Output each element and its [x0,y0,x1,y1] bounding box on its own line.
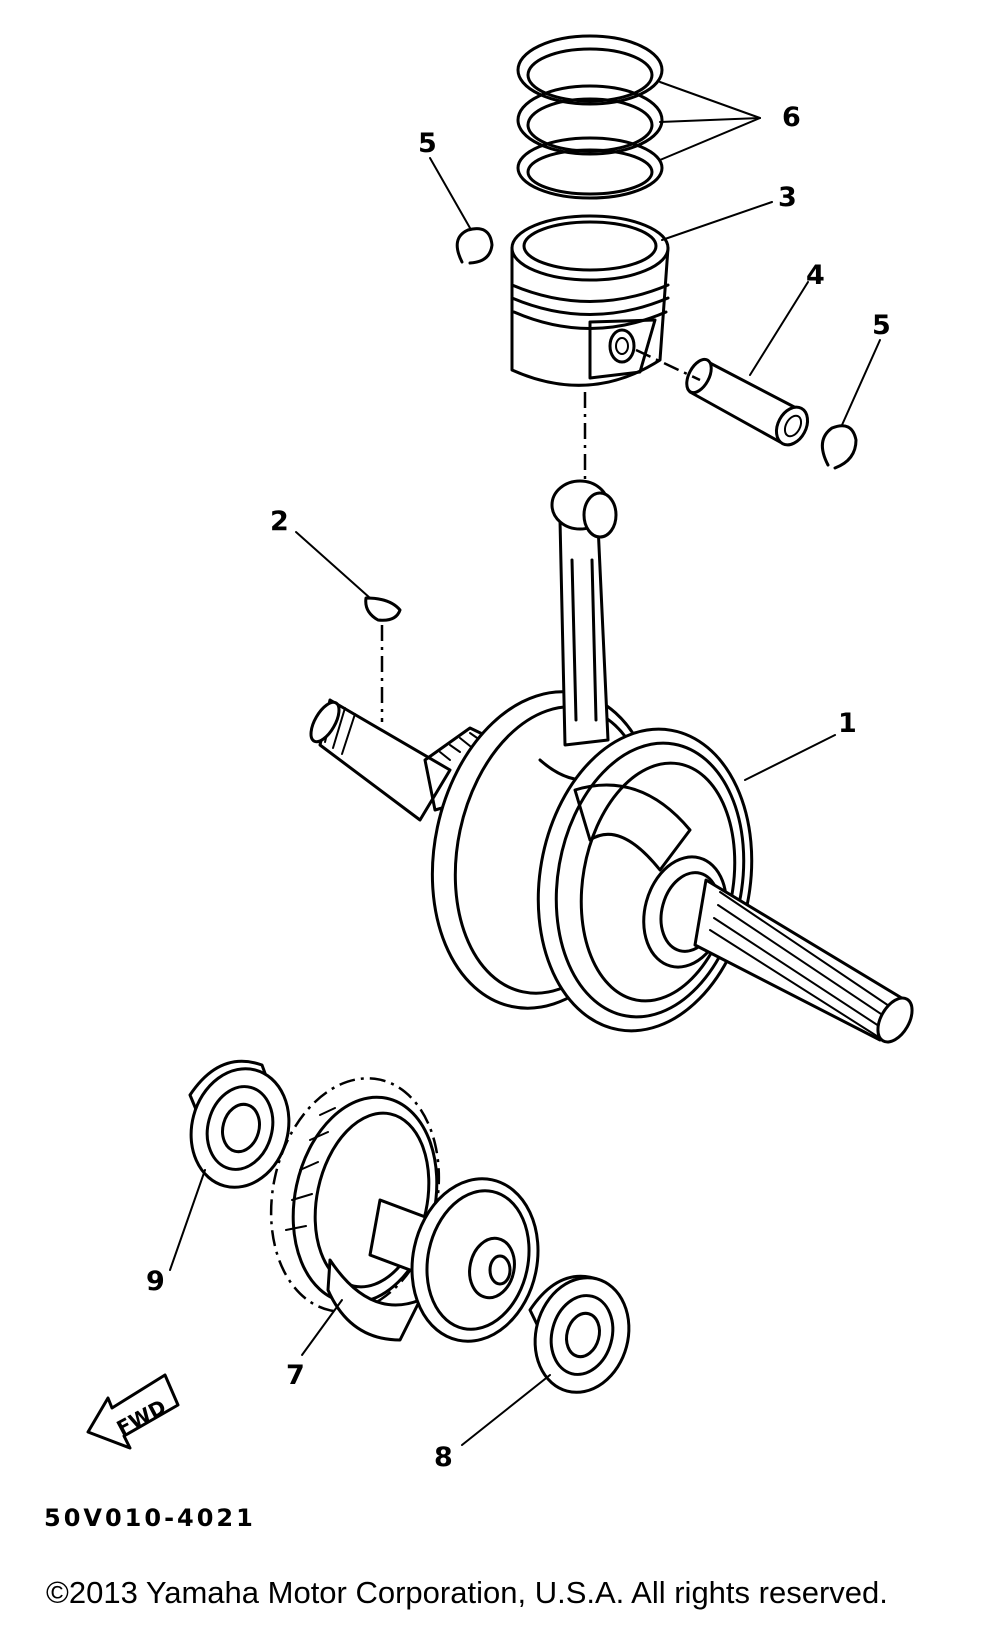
bearing-left [188,1059,291,1189]
piston-rings [516,34,664,200]
center-lines [380,348,701,722]
callout-bearing-left: 9 [146,1266,165,1297]
piston [510,214,670,387]
callout-labels: 1 2 3 4 5 5 6 7 8 9 [146,102,891,1473]
leader-lines [169,81,881,1446]
callout-woodruff-key: 2 [270,506,289,537]
bearing-right [528,1274,631,1394]
copyright-notice: ©2013 Yamaha Motor Corporation, U.S.A. A… [46,1575,888,1610]
fwd-arrow: FWD [86,1373,180,1450]
callout-piston: 3 [778,182,797,213]
diagram-code: 50V010-4021 [44,1504,256,1532]
callout-piston-rings: 6 [782,102,801,133]
callout-circlip-right: 5 [872,310,891,341]
balancer [269,1077,540,1343]
callout-balancer: 7 [286,1360,305,1391]
piston-pin [685,357,810,447]
circlip-left [455,227,494,265]
circlip-right [820,424,858,470]
callout-crankshaft: 1 [838,708,857,739]
woodruff-key [364,596,402,622]
crankshaft [309,479,914,1044]
callout-piston-pin: 4 [806,260,825,291]
callout-bearing-right: 8 [434,1442,453,1473]
callout-circlip-left: 5 [418,128,437,159]
